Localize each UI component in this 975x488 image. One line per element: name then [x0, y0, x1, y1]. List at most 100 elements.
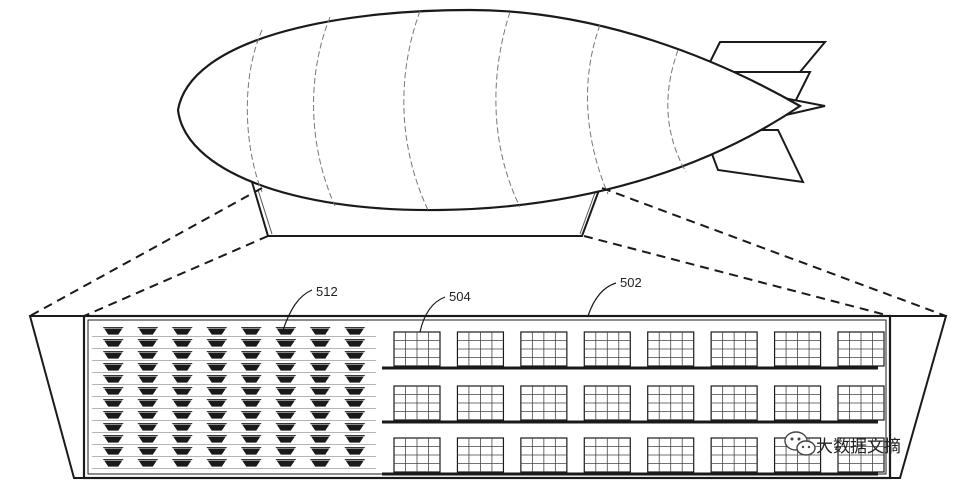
drone-unit [172, 447, 193, 455]
drone-unit [310, 459, 331, 467]
drone-unit [241, 447, 262, 455]
drone-unit [206, 363, 227, 371]
drone-unit [275, 447, 296, 455]
drone-unit [310, 351, 331, 359]
shelf-unit [456, 385, 505, 421]
drone-unit [310, 399, 331, 407]
shelf-unit [520, 331, 568, 367]
drone-unit [275, 351, 296, 359]
drone-unit [310, 447, 331, 455]
drone-unit [344, 363, 365, 371]
drone-unit [275, 327, 296, 335]
drone-unit [137, 327, 158, 335]
drone-unit [172, 387, 193, 395]
shelf-unit [520, 437, 568, 473]
shelf-unit [456, 331, 505, 367]
shelf-unit [393, 331, 441, 367]
shelf-unit [456, 437, 505, 473]
projection-lines [29, 187, 947, 317]
fulfillment-center [28, 314, 948, 480]
shelf-unit [583, 385, 631, 421]
drone-unit [344, 459, 365, 467]
shelf-unit [773, 385, 822, 421]
drone-unit [137, 423, 158, 431]
drone-unit [206, 411, 227, 419]
drone-unit [275, 423, 296, 431]
shelf-unit [837, 331, 885, 367]
reference-labels: 512 504 502 [282, 275, 642, 333]
drone-unit [103, 363, 124, 371]
drone-unit [344, 435, 365, 443]
drone-unit [137, 411, 158, 419]
airship-envelope [176, 8, 803, 212]
shelf-unit [710, 331, 758, 367]
airship [176, 8, 828, 237]
drone-unit [103, 399, 124, 407]
shelf-unit [710, 385, 758, 421]
drone-unit [275, 411, 296, 419]
drone-unit [241, 399, 262, 407]
shelf-unit [647, 385, 695, 421]
drone-unit [275, 339, 296, 347]
drone-unit [206, 339, 227, 347]
drone-unit [206, 423, 227, 431]
drone-unit [103, 435, 124, 443]
drone-unit [344, 387, 365, 395]
drone-unit [275, 435, 296, 443]
drone-unit [172, 351, 193, 359]
envelope-segments [246, 10, 687, 211]
drone-unit [310, 339, 331, 347]
shelf-unit [647, 437, 695, 473]
shelf-unit [393, 437, 441, 473]
drone-unit [241, 435, 262, 443]
drone-unit [241, 387, 262, 395]
drone-unit [241, 327, 262, 335]
shelf-unit [773, 331, 822, 367]
drone-unit [172, 339, 193, 347]
shelf-unit [583, 331, 631, 367]
drone-unit [206, 399, 227, 407]
label-504: 504 [449, 289, 471, 304]
drone-unit [137, 447, 158, 455]
drone-unit [172, 327, 193, 335]
shelf-unit [647, 331, 695, 367]
drone-unit [275, 363, 296, 371]
drone-unit [310, 375, 331, 383]
drone-unit [206, 351, 227, 359]
drone-unit [103, 447, 124, 455]
watermark-text: 大数据文摘 [816, 437, 901, 457]
shelf-unit [393, 385, 441, 421]
drone-unit [310, 435, 331, 443]
drone-unit [137, 339, 158, 347]
drone-unit [206, 435, 227, 443]
drone-unit [344, 339, 365, 347]
drone-unit [310, 387, 331, 395]
drone-unit [206, 375, 227, 383]
drone-unit [172, 399, 193, 407]
shelf-unit [583, 437, 631, 473]
watermark: 大数据文摘 [784, 431, 901, 457]
drone-unit [103, 339, 124, 347]
drone-unit [103, 327, 124, 335]
drone-unit [310, 423, 331, 431]
drone-unit [310, 363, 331, 371]
drone-unit [172, 459, 193, 467]
drone-unit [137, 351, 158, 359]
drone-unit [137, 459, 158, 467]
drone-unit [103, 459, 124, 467]
drone-unit [103, 411, 124, 419]
drone-unit [137, 435, 158, 443]
drone-unit [241, 339, 262, 347]
drone-unit [137, 363, 158, 371]
drone-unit [172, 423, 193, 431]
drone-unit [103, 387, 124, 395]
drone-unit [275, 459, 296, 467]
label-502: 502 [620, 275, 642, 290]
drone-unit [241, 459, 262, 467]
drone-unit [206, 459, 227, 467]
drone-unit [137, 375, 158, 383]
drone-bay [92, 327, 376, 469]
drone-unit [344, 327, 365, 335]
drone-unit [241, 411, 262, 419]
drone-unit [172, 375, 193, 383]
